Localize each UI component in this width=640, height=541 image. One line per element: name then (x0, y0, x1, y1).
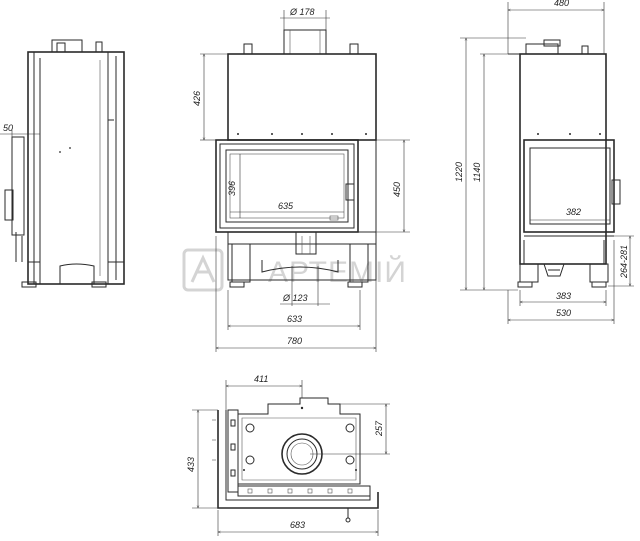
right-dim-total-height: 1220 (454, 162, 464, 182)
right-dim-body-height: 1140 (472, 163, 482, 182)
plan-dim-total-width: 683 (290, 520, 305, 530)
right-dim-top-width: 480 (554, 0, 569, 8)
right-dim-glass-width: 382 (566, 207, 581, 217)
side-view: 50 (0, 39, 125, 288)
plan-dim-left-depth: 433 (186, 457, 196, 472)
plan-view: 411 257 433 683 (186, 374, 390, 536)
front-dim-glass-height: 396 (227, 181, 237, 196)
watermark: АРТЕМІЙ (182, 248, 406, 292)
plan-dim-right-depth: 257 (374, 420, 384, 437)
right-dim-base-width: 383 (556, 291, 571, 301)
right-view: 382 480 1220 1140 264-281 383 (454, 0, 634, 324)
front-dim-upper-height: 426 (192, 91, 202, 106)
plan-dim-top-width: 411 (254, 374, 268, 384)
front-dim-flue-top: Ø 178 (289, 7, 315, 17)
front-dim-total-width: 780 (287, 336, 302, 346)
front-dim-base-width: 633 (287, 314, 302, 324)
watermark-logo-icon (182, 248, 224, 292)
side-dim-depth: 50 (3, 123, 13, 133)
front-dim-glass-width: 635 (278, 201, 294, 211)
front-dim-door-height: 450 (392, 182, 402, 197)
right-dim-total-depth: 530 (556, 308, 571, 318)
front-dim-flue-bottom: Ø 123 (282, 293, 308, 303)
front-view: Ø 178 396 635 (192, 7, 410, 352)
right-dim-legs-height: 264-281 (619, 245, 629, 279)
